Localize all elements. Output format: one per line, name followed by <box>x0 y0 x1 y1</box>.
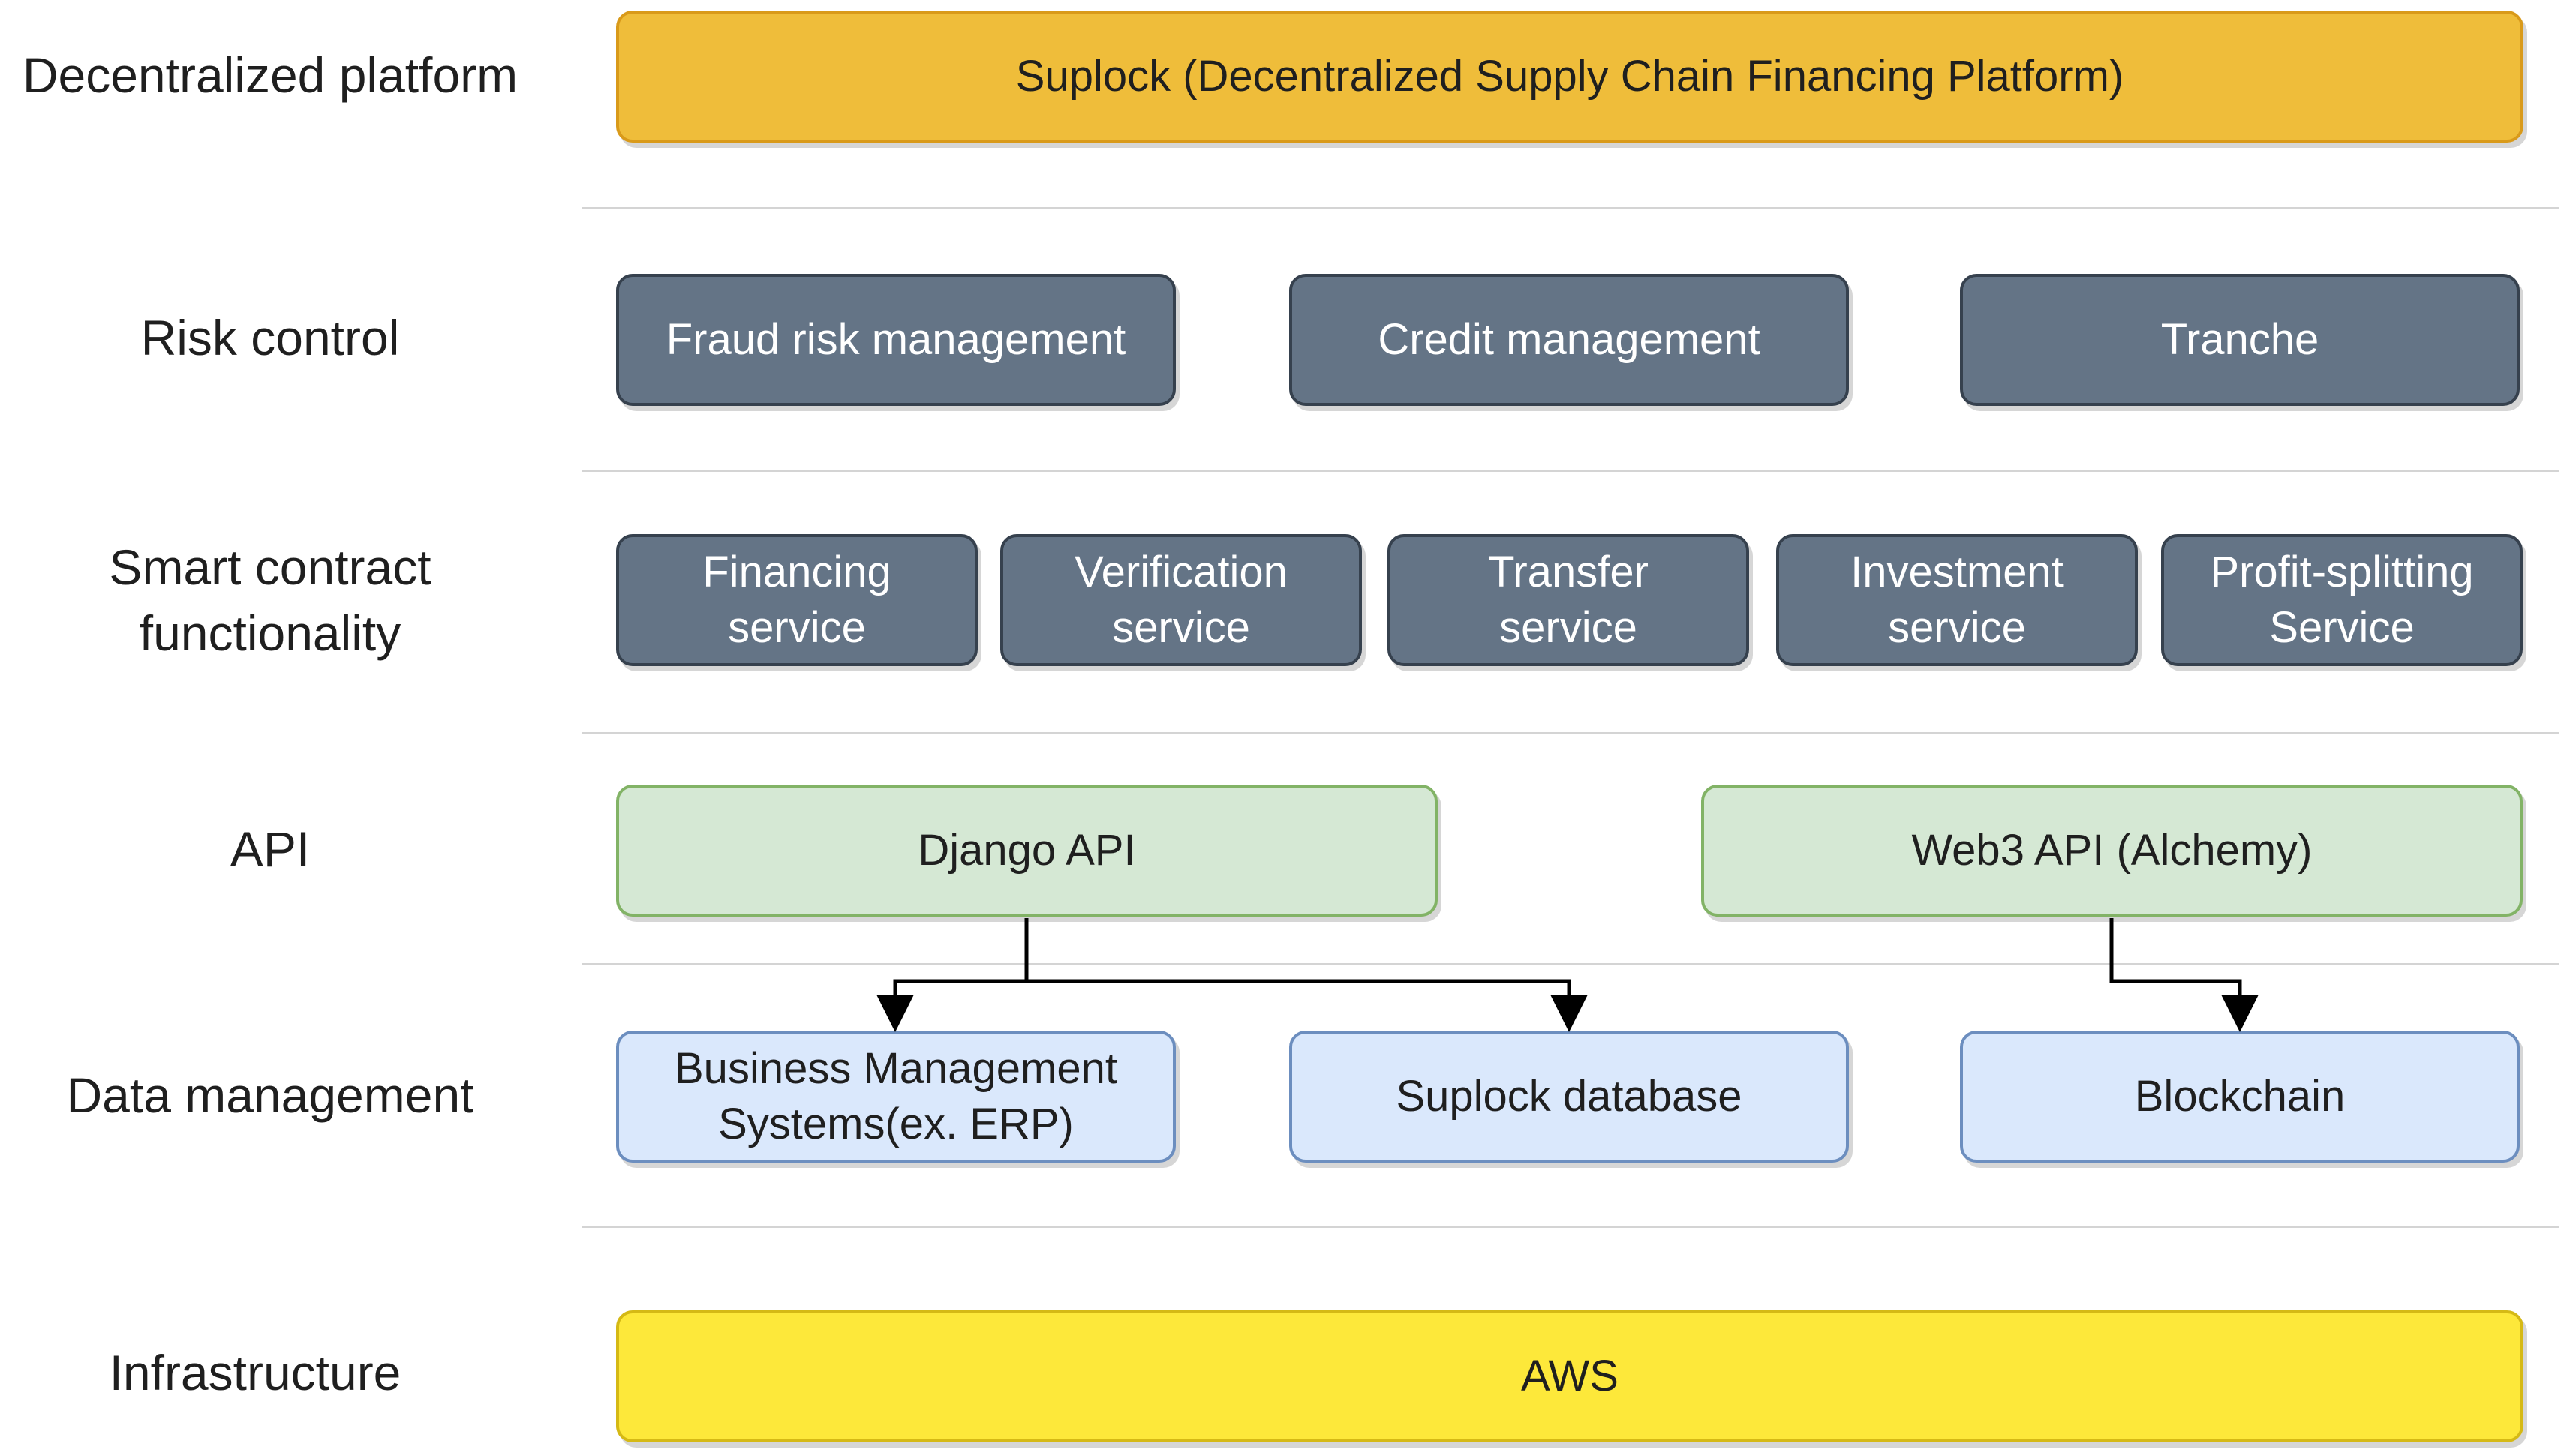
layer-label-api: API <box>230 821 311 877</box>
connector-web3-to-blockchain <box>2109 918 2259 1032</box>
layer-separator <box>582 470 2559 472</box>
service-box-transfer: Transfer service <box>1387 534 1749 666</box>
connector-django-to-business-systems <box>876 918 1029 1032</box>
risk-box-credit: Credit management <box>1289 274 1849 406</box>
layer-separator <box>582 1226 2559 1228</box>
connector-django-to-suplock-database <box>1027 979 1588 1032</box>
risk-box-tranche: Tranche <box>1960 274 2520 406</box>
platform-box: Suplock (Decentralized Supply Chain Fina… <box>616 11 2523 143</box>
api-box-web3: Web3 API (Alchemy) <box>1701 785 2523 917</box>
layer-label-smart-contract: Smart contract functionality <box>109 539 431 661</box>
service-box-profit-splitting: Profit-splitting Service <box>2161 534 2523 666</box>
service-box-investment: Investment service <box>1776 534 2138 666</box>
risk-box-fraud: Fraud risk management <box>616 274 1176 406</box>
layer-label-data-management: Data management <box>66 1067 474 1123</box>
layer-label-infrastructure: Infrastructure <box>109 1345 401 1400</box>
api-box-django: Django API <box>616 785 1438 917</box>
layer-separator <box>582 732 2559 734</box>
layer-label-platform: Decentralized platform <box>22 47 519 103</box>
data-box-business-systems: Business Management Systems(ex. ERP) <box>616 1031 1176 1163</box>
infrastructure-box: AWS <box>616 1310 2523 1442</box>
service-box-verification: Verification service <box>1000 534 1362 666</box>
data-box-blockchain: Blockchain <box>1960 1031 2520 1163</box>
layer-label-risk-control: Risk control <box>140 310 400 365</box>
data-box-suplock-database: Suplock database <box>1289 1031 1849 1163</box>
service-box-financing: Financing service <box>616 534 978 666</box>
layer-separator <box>582 207 2559 209</box>
layer-separator <box>582 963 2559 965</box>
